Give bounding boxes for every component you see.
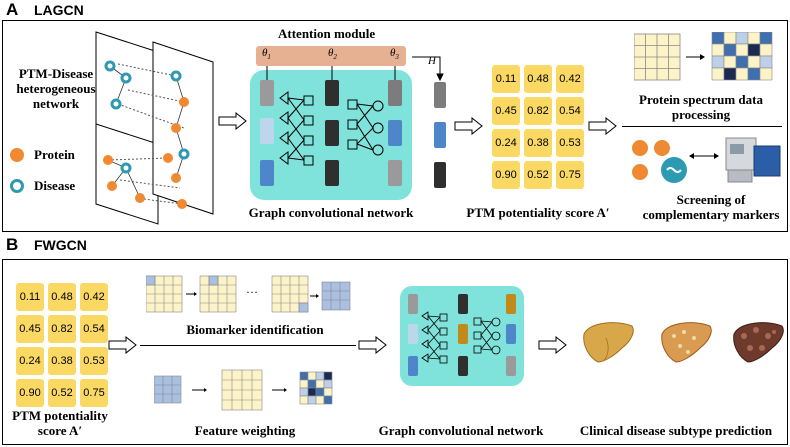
biomarker-grids-graphic — [146, 275, 351, 313]
score-cell: 0.52 — [524, 161, 552, 189]
screening-label: Screening of complementary markers — [642, 192, 780, 222]
feature-label: Feature weighting — [194, 423, 296, 438]
score-cell: 0.48 — [48, 283, 76, 311]
flow-arrow — [358, 336, 387, 354]
score-cell: 0.38 — [524, 129, 552, 157]
flow-arrow — [538, 336, 567, 354]
attention-module-label: Attention module — [278, 26, 376, 41]
score-cell: 0.24 — [16, 347, 44, 375]
flow-arrow — [218, 112, 247, 130]
score-cell: 0.24 — [492, 129, 520, 157]
biomarker-label: Biomarker identification — [186, 322, 324, 337]
score-cell: 0.54 — [556, 97, 584, 125]
protein-node-group — [103, 97, 189, 209]
heterogeneous-network-graphic — [95, 31, 214, 225]
liver-cirrhotic-icon — [733, 322, 784, 363]
divider-line — [622, 126, 782, 127]
protein-legend-label: Protein — [34, 147, 75, 162]
score-grid-b: 0.11 0.48 0.42 0.45 0.82 0.54 0.24 0.38 … — [16, 283, 108, 407]
gcn-label-a: Graph convolutional network — [248, 205, 414, 220]
panel-b-title: FWGCN — [34, 237, 87, 253]
score-cell: 0.53 — [80, 347, 108, 375]
score-grid-a: 0.11 0.48 0.42 0.45 0.82 0.54 0.24 0.38 … — [492, 65, 584, 189]
score-cell: 0.45 — [16, 315, 44, 343]
feature-weighting-graphic — [154, 369, 333, 411]
score-cell: 0.82 — [524, 97, 552, 125]
score-cell: 0.48 — [524, 65, 552, 93]
disease-node-group — [104, 60, 190, 174]
panel-a-title: LAGCN — [34, 2, 84, 18]
score-cell: 0.38 — [48, 347, 76, 375]
theta-3-label: θ3 — [390, 47, 399, 62]
gcn-label-b: Graph convolutional network — [378, 423, 544, 438]
score-cell: 0.90 — [16, 379, 44, 407]
score-cell: 0.90 — [492, 161, 520, 189]
score-cell: 0.42 — [80, 283, 108, 311]
spectrum-label: Protein spectrum data processing — [639, 92, 763, 122]
flow-arrow — [454, 117, 483, 135]
h-label: H — [428, 55, 436, 67]
clinical-label: Clinical disease subtype prediction — [579, 423, 773, 438]
gcn-structure-b — [408, 294, 516, 376]
score-cell: 0.82 — [48, 315, 76, 343]
theta-2-label: θ2 — [328, 47, 337, 62]
gcn-structure — [260, 56, 446, 188]
score-cell: 0.42 — [556, 65, 584, 93]
score-cell: 0.54 — [80, 315, 108, 343]
flow-arrow — [588, 117, 617, 135]
score-cell: 0.75 — [556, 161, 584, 189]
attention-module-bar — [256, 46, 406, 66]
section-divider — [140, 345, 356, 346]
disease-legend-icon — [10, 179, 24, 193]
liver-healthy-icon — [583, 322, 634, 363]
panel-a-letter: A — [6, 0, 19, 19]
spectrum-grid-graphic — [634, 32, 773, 81]
score-cell: 0.45 — [492, 97, 520, 125]
score-label-a: PTM potentiality score A′ — [466, 205, 610, 220]
liver-fibrotic-icon — [661, 322, 712, 363]
panel-b-frame — [2, 259, 788, 445]
flow-arrow — [108, 336, 137, 354]
ellipsis: ··· — [246, 285, 258, 299]
protein-legend-icon — [10, 148, 24, 162]
network-title: PTM-Disease heterogeneous network — [16, 66, 96, 111]
score-label-b: PTM potentiality score A′ — [12, 408, 108, 438]
theta-1-label: θ1 — [262, 47, 271, 62]
score-cell: 0.53 — [556, 129, 584, 157]
panel-b-letter: B — [6, 235, 19, 254]
score-cell: 0.11 — [492, 65, 520, 93]
disease-legend-label: Disease — [34, 178, 76, 193]
score-cell: 0.75 — [80, 379, 108, 407]
score-cell: 0.52 — [48, 379, 76, 407]
panel-a-frame — [2, 20, 788, 232]
screening-graphic — [632, 137, 781, 183]
score-cell: 0.11 — [16, 283, 44, 311]
